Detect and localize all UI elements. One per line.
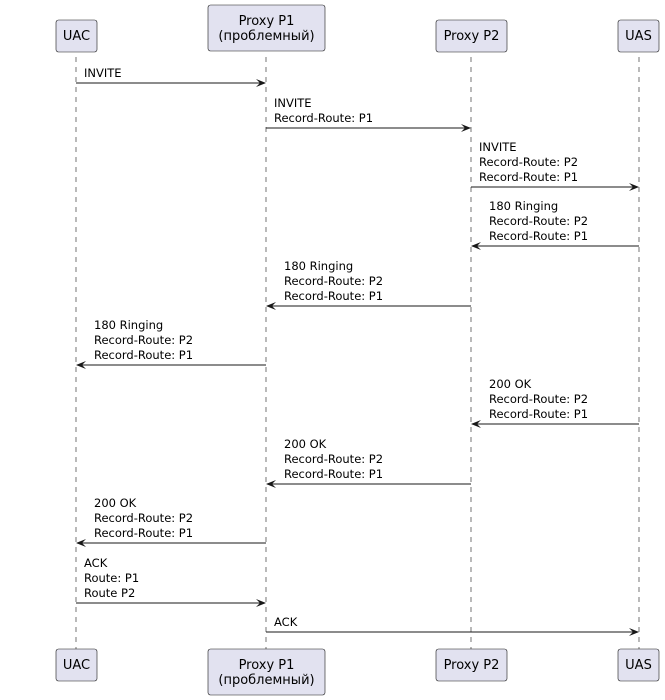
message-label: Record-Route: P1 (489, 229, 588, 243)
participant-label: Proxy P1 (239, 14, 295, 29)
arrow-head (461, 124, 471, 132)
participant-label: Proxy P1 (239, 658, 295, 673)
participant-p1-bottom: Proxy P1(проблемный) (207, 648, 326, 696)
message-label: Record-Route: P2 (489, 392, 588, 406)
arrow-head (76, 539, 86, 547)
participant-uac-bottom: UAC (55, 648, 98, 682)
message-label: 180 Ringing (284, 259, 353, 273)
participant-box (617, 648, 660, 682)
message-label: Route: P1 (84, 571, 139, 585)
participant-p1-top: Proxy P1(проблемный) (207, 4, 326, 52)
participant-p2-top: Proxy P2 (435, 19, 508, 53)
participant-label: UAS (625, 658, 652, 673)
participant-label: Proxy P2 (444, 658, 500, 673)
message-label: Record-Route: P2 (284, 274, 383, 288)
arrow-head (266, 302, 276, 310)
participant-label: (проблемный) (218, 673, 314, 688)
arrow-head (471, 420, 481, 428)
participant-box (207, 648, 326, 696)
message-label: 180 Ringing (94, 318, 163, 332)
message-label: Record-Route: P2 (479, 155, 578, 169)
message-label: Record-Route: P1 (94, 526, 193, 540)
arrow-head (629, 183, 639, 191)
message-label: Record-Route: P1 (94, 348, 193, 362)
message-label: Record-Route: P2 (94, 511, 193, 525)
arrow-head (629, 628, 639, 636)
message-label: Record-Route: P2 (94, 333, 193, 347)
message-label: 180 Ringing (489, 199, 558, 213)
participant-box (55, 19, 98, 53)
message-label: Record-Route: P2 (489, 214, 588, 228)
participant-uac-top: UAC (55, 19, 98, 53)
arrow-head (256, 599, 266, 607)
participant-box (435, 19, 508, 53)
participant-uas-top: UAS (617, 19, 660, 53)
message-label: INVITE (84, 66, 122, 80)
participant-label: Proxy P2 (444, 29, 500, 44)
message-label: Record-Route: P1 (489, 407, 588, 421)
participant-label: UAC (63, 29, 90, 44)
participant-box (617, 19, 660, 53)
message-label: Record-Route: P1 (479, 170, 578, 184)
message-arrow: INVITE (76, 66, 266, 87)
message-arrow: ACK (266, 615, 639, 636)
participant-p2-bottom: Proxy P2 (435, 648, 508, 682)
message-label: Record-Route: P1 (274, 111, 373, 125)
message-label: Route P2 (84, 586, 135, 600)
message-label: ACK (84, 556, 108, 570)
participant-label: (проблемный) (218, 29, 314, 44)
participant-box (207, 4, 326, 52)
participant-box (55, 648, 98, 682)
message-label: INVITE (274, 96, 312, 110)
arrow-head (256, 79, 266, 87)
participant-box (435, 648, 508, 682)
message-label: 200 OK (284, 437, 327, 451)
message-label: Record-Route: P1 (284, 467, 383, 481)
message-label: Record-Route: P2 (284, 452, 383, 466)
message-label: Record-Route: P1 (284, 289, 383, 303)
message-label: ACK (274, 615, 298, 629)
message-label: INVITE (479, 140, 517, 154)
participant-label: UAS (625, 29, 652, 44)
participant-label: UAC (63, 658, 90, 673)
arrow-head (266, 480, 276, 488)
arrow-head (471, 242, 481, 250)
message-label: 200 OK (489, 377, 532, 391)
message-label: 200 OK (94, 496, 137, 510)
participant-uas-bottom: UAS (617, 648, 660, 682)
arrow-head (76, 361, 86, 369)
